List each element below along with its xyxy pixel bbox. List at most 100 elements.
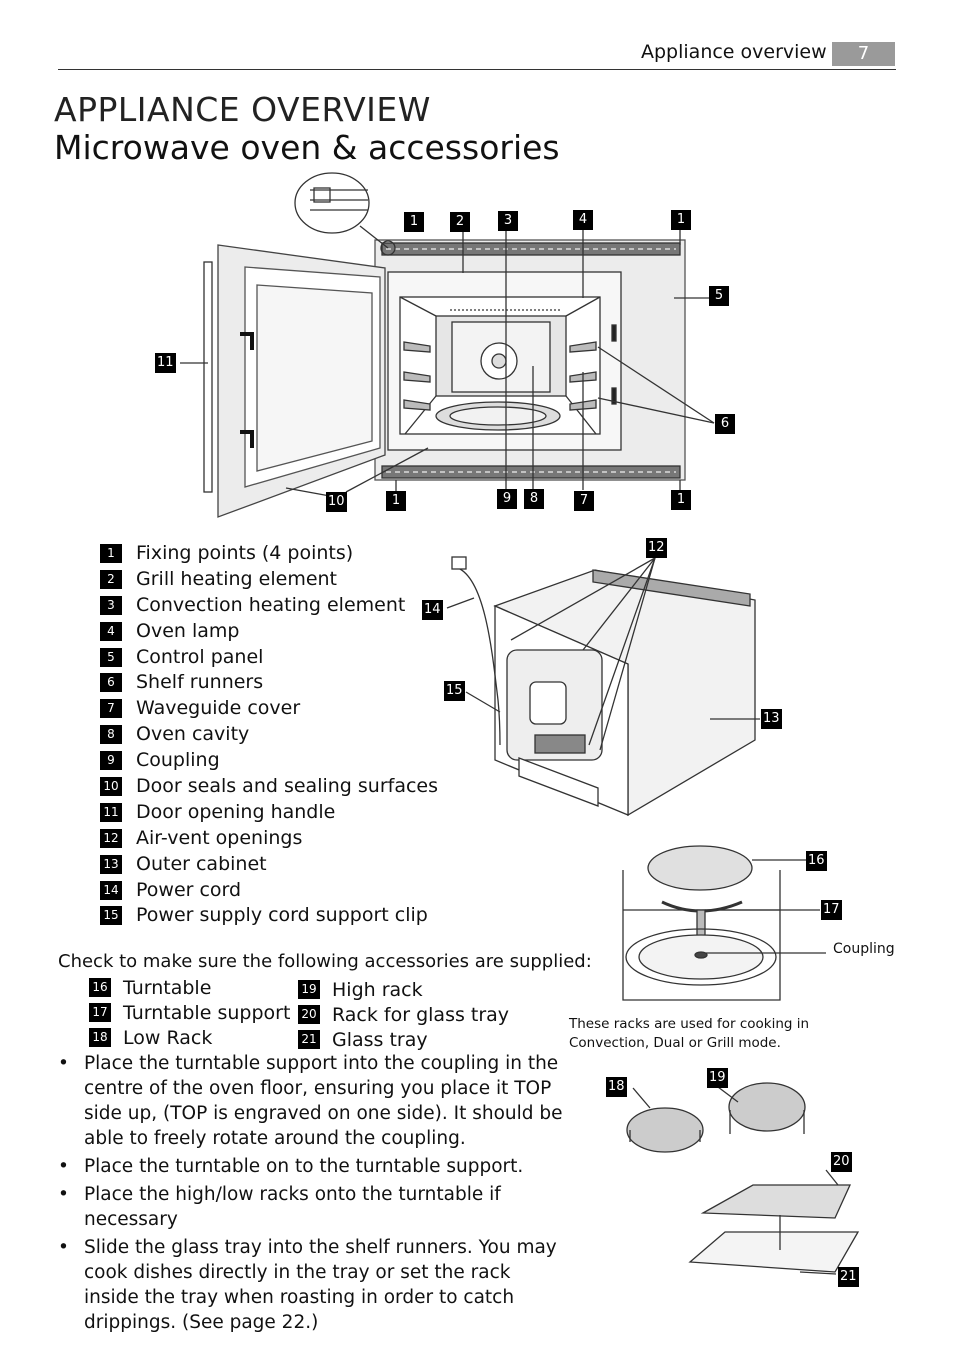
callout-1: 1 — [671, 490, 691, 510]
instructions-list: Place the turntable support into the cou… — [58, 1051, 568, 1338]
callout-11: 11 — [155, 353, 176, 373]
item-number: 16 — [89, 978, 111, 997]
item-label: High rack — [332, 979, 423, 1001]
page-subtitle: Microwave oven & accessories — [54, 128, 560, 167]
callout-1: 1 — [404, 212, 424, 232]
header-rule — [58, 69, 896, 70]
item-label: Low Rack — [123, 1027, 213, 1049]
callout-8: 8 — [524, 489, 544, 509]
item-label: Control panel — [136, 645, 264, 668]
callout-16: 16 — [806, 851, 827, 871]
header-section-title: Appliance overview — [641, 41, 827, 63]
list-item: 10 Door seals and sealing surfaces — [100, 774, 438, 800]
callout-7: 7 — [574, 491, 594, 511]
list-item: 7 Waveguide cover — [100, 696, 438, 722]
instruction-item: Slide the glass tray into the shelf runn… — [58, 1235, 568, 1335]
item-number: 5 — [100, 647, 122, 667]
item-number: 7 — [100, 699, 122, 719]
item-label: Power cord — [136, 878, 242, 901]
item-number: 2 — [100, 569, 122, 589]
page-number: 7 — [832, 42, 895, 66]
item-number: 19 — [298, 980, 320, 999]
item-number: 3 — [100, 595, 122, 615]
callout-2: 2 — [450, 212, 470, 232]
list-item: 20 Rack for glass tray — [298, 1003, 509, 1028]
item-label: Convection heating element — [136, 593, 406, 616]
callout-5: 5 — [709, 286, 729, 306]
item-label: Shelf runners — [136, 671, 264, 694]
item-label: Power supply cord support clip — [136, 904, 428, 927]
accessories-list-right: 19 High rack 20 Rack for glass tray 21 Glas… — [298, 978, 509, 1053]
callout-19: 19 — [707, 1068, 728, 1088]
list-item: 19 High rack — [298, 978, 509, 1003]
page-title: APPLIANCE OVERVIEW — [54, 90, 431, 129]
list-item: 3 Convection heating element — [100, 593, 438, 619]
item-label: Air-vent openings — [136, 826, 303, 849]
rack-note: These racks are used for cooking in Conv… — [569, 1016, 810, 1051]
item-number: 8 — [100, 725, 122, 745]
item-number: 1 — [100, 544, 122, 563]
item-label: Door seals and sealing surfaces — [136, 775, 439, 798]
item-label: Turntable — [123, 977, 212, 999]
callout-9: 9 — [497, 489, 517, 509]
item-label: Oven cavity — [136, 723, 250, 746]
list-item: 21 Glass tray — [298, 1028, 509, 1053]
item-number: 17 — [89, 1003, 111, 1022]
item-label: Door opening handle — [136, 800, 336, 823]
item-number: 21 — [298, 1030, 320, 1049]
item-number: 20 — [298, 1005, 320, 1024]
callout-10: 10 — [326, 492, 347, 512]
coupling-label: Coupling — [833, 941, 895, 957]
item-number: 10 — [100, 777, 122, 797]
callout-4: 4 — [573, 210, 593, 230]
accessories-intro: Check to make sure the following accesso… — [58, 951, 592, 972]
callout-3: 3 — [498, 211, 518, 231]
callout-20: 20 — [831, 1152, 852, 1172]
item-number: 4 — [100, 621, 122, 641]
instruction-item: Place the turntable support into the cou… — [58, 1051, 568, 1151]
callout-1: 1 — [386, 491, 406, 511]
parts-list: 1 Fixing points (4 points) 2 Grill heating… — [100, 541, 438, 929]
item-label: Fixing points (4 points) — [136, 542, 354, 564]
instruction-item: Place the high/low racks onto the turnta… — [58, 1182, 568, 1232]
item-label: Oven lamp — [136, 619, 240, 642]
callout-12: 12 — [646, 538, 667, 558]
accessories-list-left: 16 Turntable 17 Turntable support 18 Low Ra… — [89, 976, 290, 1051]
item-number: 14 — [100, 880, 122, 900]
item-number: 9 — [100, 751, 122, 771]
list-item: 18 Low Rack — [89, 1026, 290, 1051]
item-label: Glass tray — [332, 1029, 428, 1051]
list-item: 12 Air-vent openings — [100, 826, 438, 852]
callout-1: 1 — [671, 210, 691, 230]
item-label: Grill heating element — [136, 567, 338, 590]
item-number: 12 — [100, 828, 122, 848]
list-item: 13 Outer cabinet — [100, 852, 438, 878]
item-number: 15 — [100, 906, 122, 926]
callout-21: 21 — [838, 1267, 859, 1287]
list-item: 5 Control panel — [100, 645, 438, 671]
list-item: 17 Turntable support — [89, 1001, 290, 1026]
list-item: 14 Power cord — [100, 878, 438, 904]
callout-18: 18 — [606, 1077, 627, 1097]
item-label: Coupling — [136, 749, 220, 772]
list-item: 16 Turntable — [89, 976, 290, 1001]
list-item: 15 Power supply cord support clip — [100, 903, 438, 929]
instruction-item: Place the turntable on to the turntable … — [58, 1154, 568, 1179]
item-label: Outer cabinet — [136, 852, 267, 875]
item-label: Rack for glass tray — [332, 1004, 510, 1026]
item-number: 6 — [100, 673, 122, 693]
item-label: Turntable support — [123, 1002, 291, 1024]
item-number: 13 — [100, 854, 122, 874]
callout-13: 13 — [761, 709, 782, 729]
list-item: 2 Grill heating element — [100, 567, 438, 593]
callout-6: 6 — [715, 414, 735, 434]
item-label: Waveguide cover — [136, 697, 301, 720]
list-item: 9 Coupling — [100, 748, 438, 774]
list-item: 1 Fixing points (4 points) — [100, 541, 438, 567]
callout-14: 14 — [422, 600, 443, 620]
item-number: 18 — [89, 1028, 111, 1047]
callout-15: 15 — [444, 681, 465, 701]
list-item: 4 Oven lamp — [100, 619, 438, 645]
